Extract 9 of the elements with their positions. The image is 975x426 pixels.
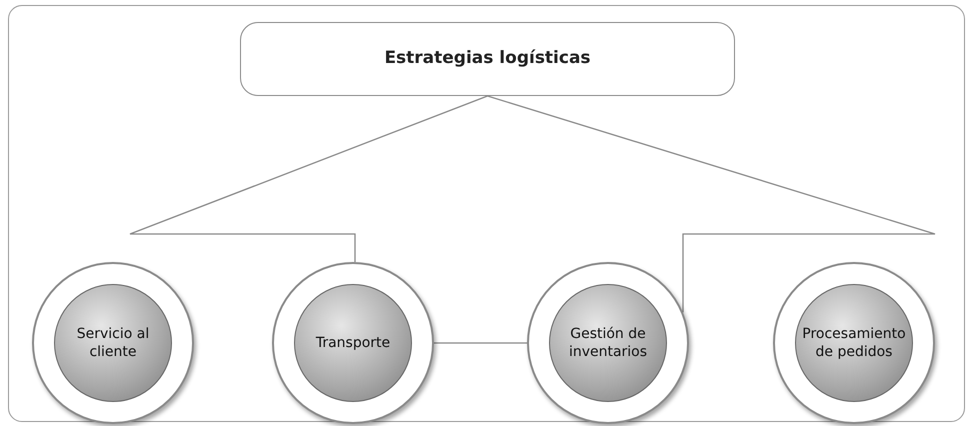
connector-line xyxy=(434,342,527,344)
circle-label: Transporte xyxy=(316,334,390,352)
title-box xyxy=(240,22,735,96)
connector-line xyxy=(129,95,488,262)
box-title: Estrategias logísticas xyxy=(384,47,591,70)
circle-label: Servicio al cliente xyxy=(76,325,150,361)
circle-label: Gestión de inventarios xyxy=(568,325,648,361)
circle-label: Procesamiento de pedidos xyxy=(801,325,907,361)
connector-line xyxy=(487,95,936,312)
